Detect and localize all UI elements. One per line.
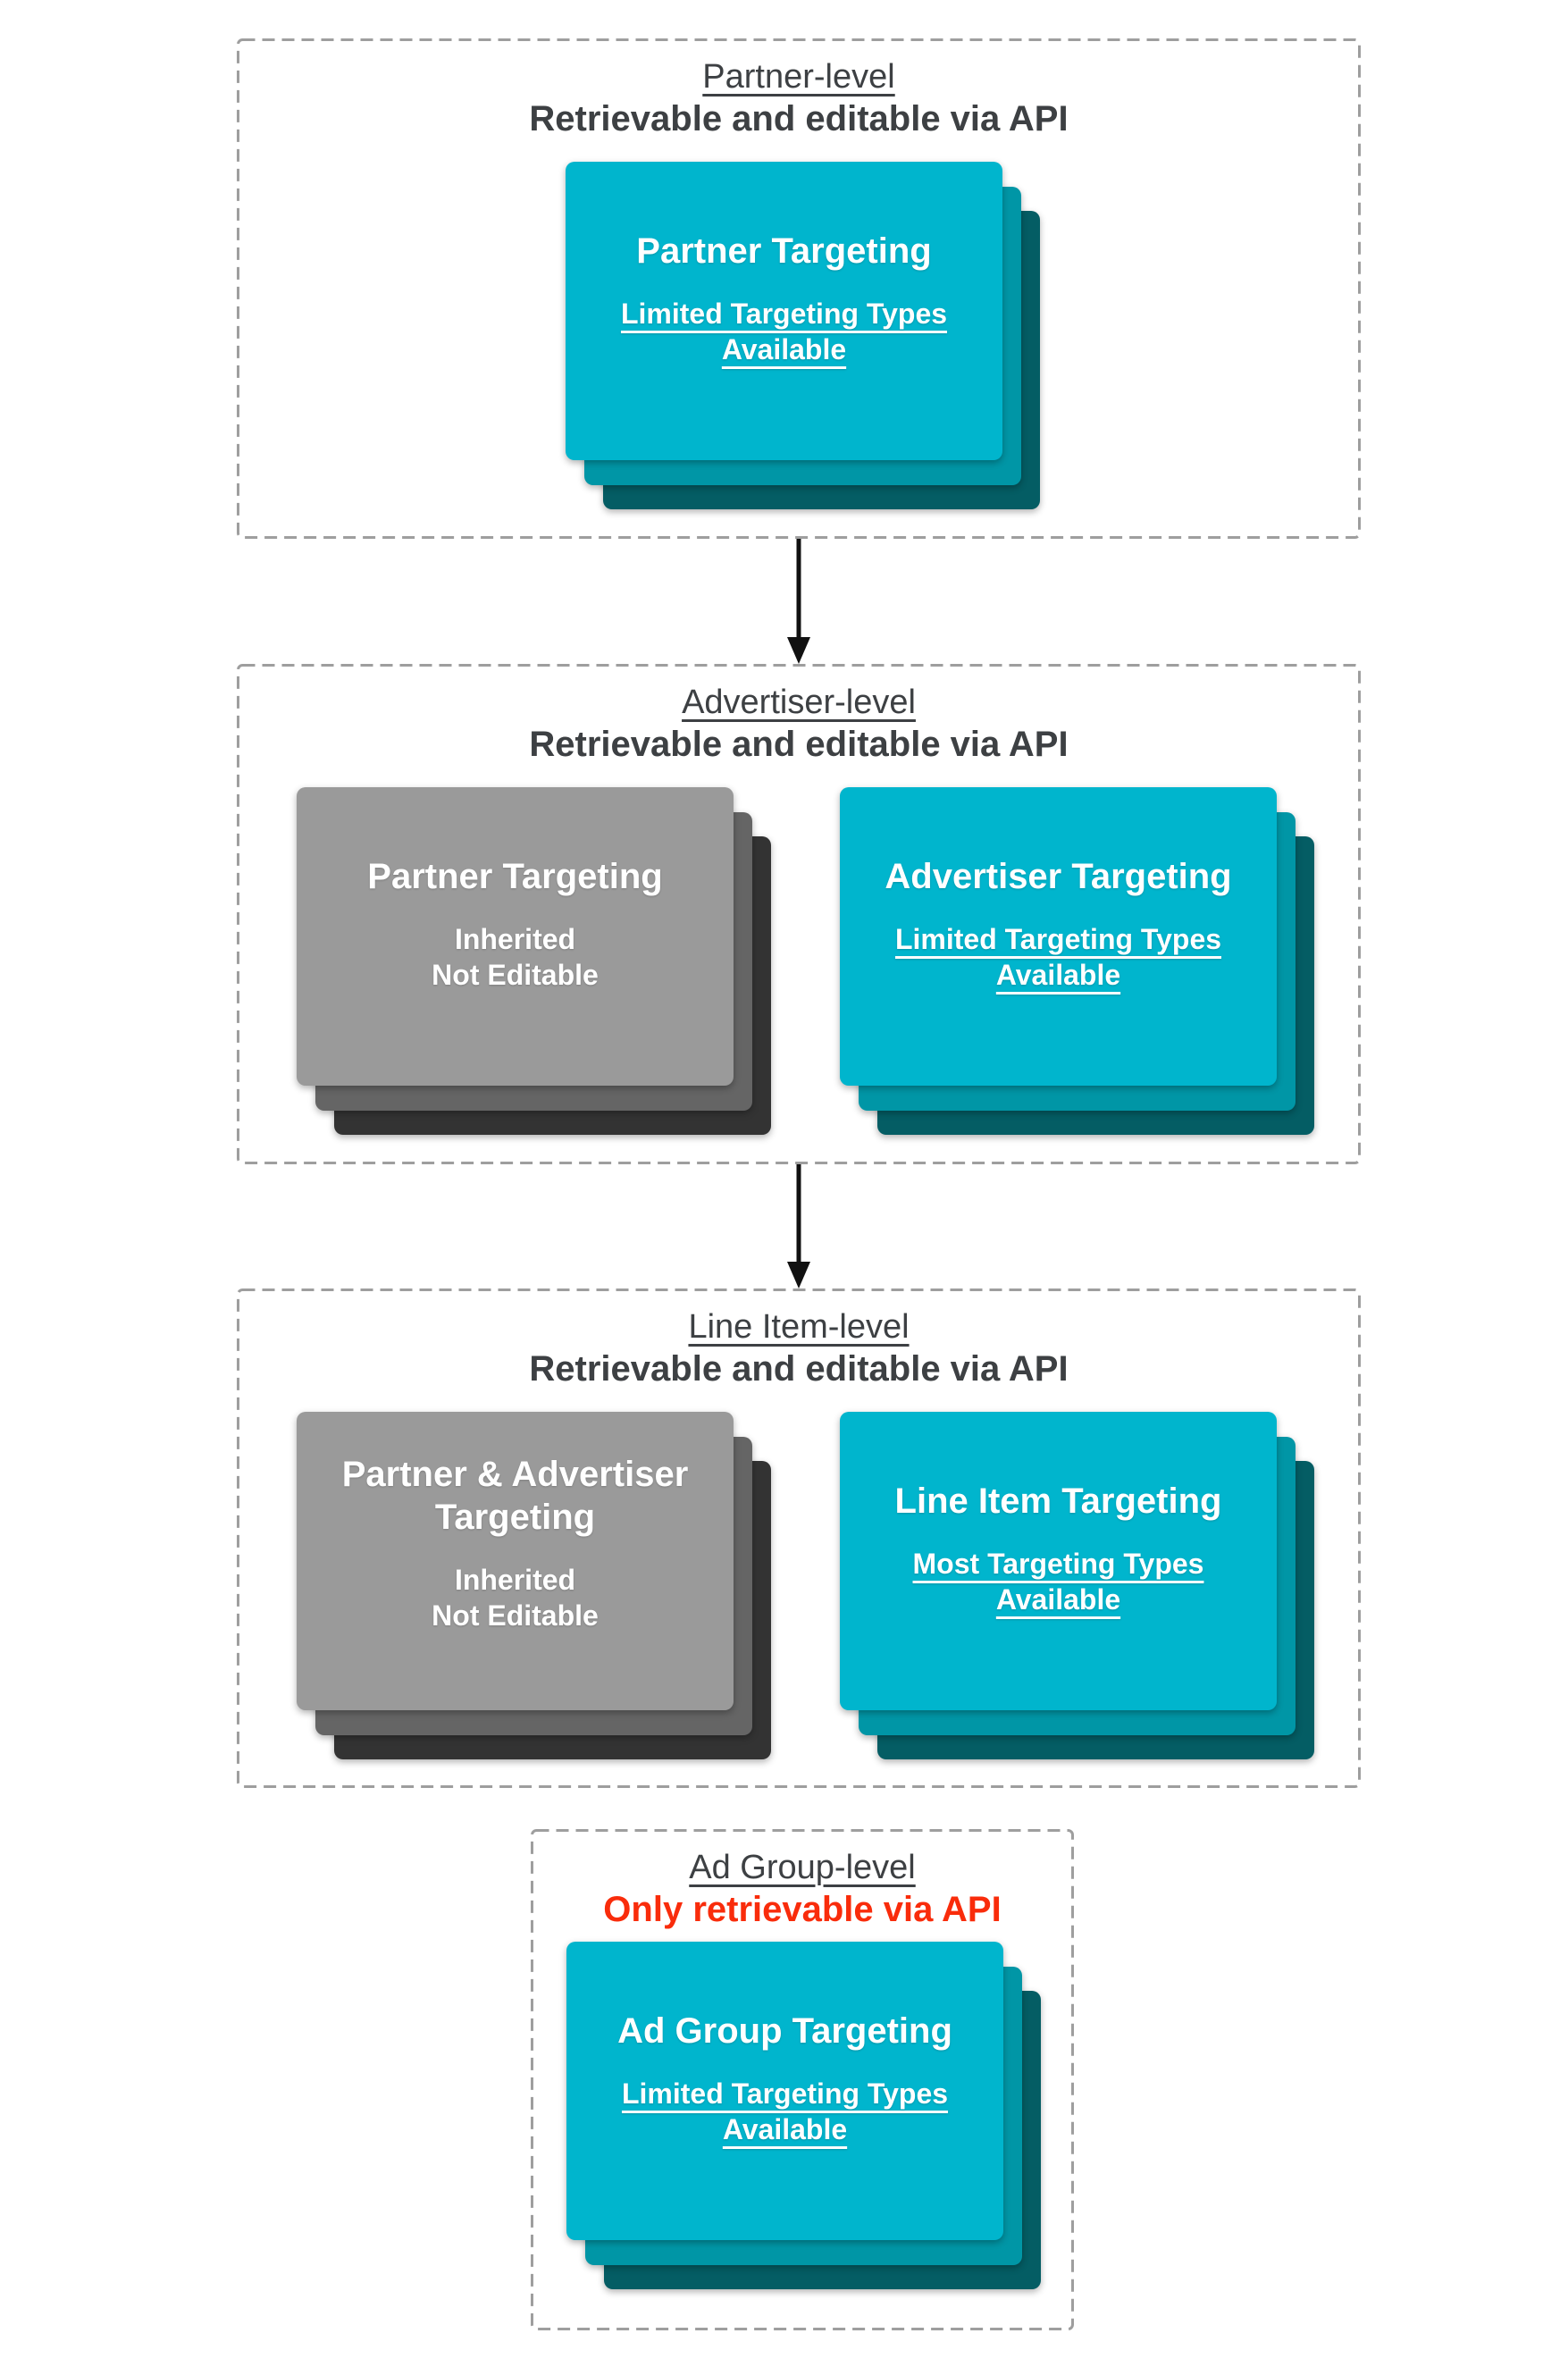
card-content: Partner & Advertiser Targeting Inherited… bbox=[297, 1412, 734, 1710]
card-body: Limited Targeting Types Available bbox=[894, 923, 1222, 991]
section-advertiser-level: Advertiser-level Retrievable and editabl… bbox=[237, 664, 1361, 1164]
stack-layer-front bbox=[840, 787, 1277, 1086]
card-heading: Ad Group Targeting bbox=[617, 2011, 952, 2051]
section-ad-group-level: Ad Group-level Only retrievable via API … bbox=[531, 1829, 1074, 2330]
section-subtitle: Retrievable and editable via API bbox=[529, 99, 1069, 138]
card-content: Line Item Targeting Most Targeting Types… bbox=[840, 1412, 1277, 1710]
card-heading: Partner & Advertiser Targeting bbox=[341, 1455, 689, 1537]
card-heading: Partner Targeting bbox=[636, 231, 932, 271]
card-content: Partner Targeting Inherited Not Editable bbox=[297, 787, 734, 1086]
section-title: Line Item-level bbox=[688, 1308, 910, 1346]
section-partner-level: Partner-level Retrievable and editable v… bbox=[237, 38, 1361, 539]
section-subtitle: Retrievable and editable via API bbox=[529, 1349, 1069, 1389]
card-body: Limited Targeting Types Available bbox=[620, 298, 948, 365]
stack-layer-front bbox=[566, 1942, 1003, 2240]
stack-layer-front bbox=[297, 787, 734, 1086]
card-stack-ad-group-targeting: Ad Group Targeting Limited Targeting Typ… bbox=[566, 1942, 1041, 2289]
flow-arrow-down-1 bbox=[787, 539, 810, 664]
stack-layer-front bbox=[297, 1412, 734, 1710]
section-title: Ad Group-level bbox=[689, 1849, 916, 1886]
stack-layer-front bbox=[566, 162, 1002, 460]
card-heading: Partner Targeting bbox=[367, 857, 663, 896]
section-subtitle: Only retrievable via API bbox=[603, 1890, 1002, 1929]
flow-arrow-down-2 bbox=[787, 1164, 810, 1288]
card-stack-partner-targeting: Partner Targeting Limited Targeting Type… bbox=[566, 162, 1040, 509]
section-title: Partner-level bbox=[702, 58, 895, 96]
card-body: Inherited Not Editable bbox=[432, 923, 599, 991]
card-content: Ad Group Targeting Limited Targeting Typ… bbox=[566, 1942, 1003, 2240]
card-body: Inherited Not Editable bbox=[432, 1564, 599, 1632]
card-body: Most Targeting Types Available bbox=[912, 1548, 1204, 1616]
card-stack-advertiser-targeting: Advertiser Targeting Limited Targeting T… bbox=[840, 787, 1314, 1135]
card-heading: Line Item Targeting bbox=[894, 1481, 1222, 1521]
card-stack-partner-targeting-inherited: Partner Targeting Inherited Not Editable bbox=[297, 787, 771, 1135]
card-content: Partner Targeting Limited Targeting Type… bbox=[566, 162, 1002, 460]
section-subtitle: Retrievable and editable via API bbox=[529, 725, 1069, 764]
card-heading: Advertiser Targeting bbox=[885, 857, 1232, 896]
stack-layer-front bbox=[840, 1412, 1277, 1710]
section-line-item-level: Line Item-level Retrievable and editable… bbox=[237, 1288, 1361, 1788]
card-stack-line-item-targeting: Line Item Targeting Most Targeting Types… bbox=[840, 1412, 1314, 1759]
section-title: Advertiser-level bbox=[682, 684, 916, 721]
card-stack-partner-advertiser-targeting: Partner & Advertiser Targeting Inherited… bbox=[297, 1412, 771, 1759]
card-content: Advertiser Targeting Limited Targeting T… bbox=[840, 787, 1277, 1086]
card-body: Limited Targeting Types Available bbox=[621, 2077, 949, 2145]
